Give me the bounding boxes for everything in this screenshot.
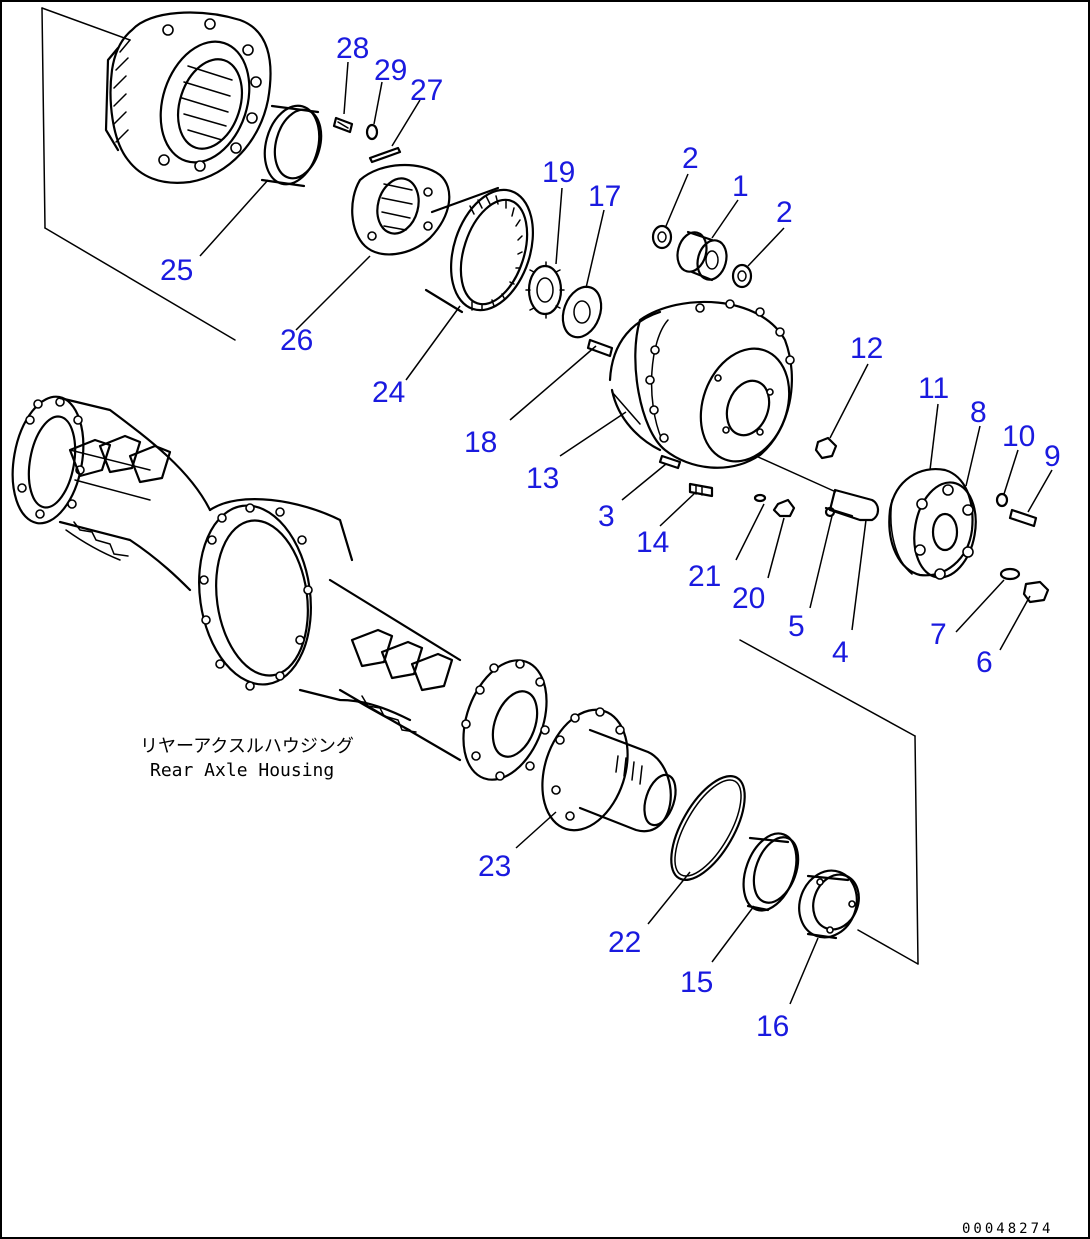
part-10-washer xyxy=(995,492,1009,508)
part-27-pin xyxy=(368,146,402,164)
callout-24: 24 xyxy=(372,376,405,409)
part-16-lock-nut xyxy=(798,869,860,940)
part-9-bolt xyxy=(1008,508,1038,528)
part-3-breather xyxy=(658,454,682,470)
part-22-o-ring xyxy=(670,775,746,881)
part-15-bearing xyxy=(742,832,800,912)
callout-5: 5 xyxy=(788,610,805,643)
part-21-pin xyxy=(753,493,767,503)
callout-17: 17 xyxy=(588,180,621,213)
callout-13: 13 xyxy=(526,462,559,495)
callout-11: 11 xyxy=(918,372,949,405)
callout-26: 26 xyxy=(280,324,313,357)
part-23-spindle xyxy=(541,707,677,833)
housing-label-japanese: リヤーアクスルハウジング xyxy=(140,736,354,757)
callout-4: 4 xyxy=(832,636,849,669)
callout-12: 12 xyxy=(850,332,883,365)
callout-20: 20 xyxy=(732,582,765,615)
drawing-code: 00048274 xyxy=(962,1221,1053,1237)
callout-16: 16 xyxy=(756,1010,789,1043)
callout-6: 6 xyxy=(976,646,993,679)
part-20-nut xyxy=(772,498,796,518)
callout-25: 25 xyxy=(160,254,193,287)
callout-14: 14 xyxy=(636,526,669,559)
callout-18: 18 xyxy=(464,426,497,459)
assembly-bracket-lines xyxy=(41,7,919,965)
callout-7: 7 xyxy=(930,618,947,651)
part-13-wheel-hub xyxy=(608,299,795,469)
callout-2-left: 2 xyxy=(682,142,699,175)
housing-label-english: Rear Axle Housing xyxy=(150,760,334,781)
callout-29: 29 xyxy=(374,54,407,87)
part-28-bolt xyxy=(332,116,354,134)
part-8-end-cap xyxy=(913,481,977,580)
callout-23: 23 xyxy=(478,850,511,883)
part-24-ring-gear xyxy=(424,186,535,314)
part-29-washer xyxy=(365,123,379,141)
callout-21: 21 xyxy=(688,560,721,593)
part-7-disc xyxy=(999,567,1021,581)
part-12-nut xyxy=(814,436,838,460)
callout-8: 8 xyxy=(970,396,987,429)
callout-19: 19 xyxy=(542,156,575,189)
callout-labels: 28 29 27 2 1 2 19 17 25 26 24 12 11 8 10… xyxy=(160,32,1061,1043)
callout-9: 9 xyxy=(1044,440,1061,473)
part-6-plug xyxy=(1022,580,1050,604)
callout-10: 10 xyxy=(1002,420,1035,453)
rear-axle-housing xyxy=(11,395,550,781)
part-2-bearing-a xyxy=(651,224,673,250)
callout-28: 28 xyxy=(336,32,369,65)
part-25-bearing xyxy=(260,104,323,188)
leader-lines xyxy=(199,61,1053,1005)
part-1-planet-gear xyxy=(676,230,728,282)
callout-22: 22 xyxy=(608,926,641,959)
part-18-bolt xyxy=(586,338,614,358)
part-26-retainer xyxy=(351,163,451,256)
part-5-pin xyxy=(824,506,854,518)
part-19-gear xyxy=(525,261,565,319)
part-25-planet-carrier xyxy=(104,11,272,184)
part-11-cover xyxy=(888,467,974,577)
callout-1: 1 xyxy=(732,170,749,203)
callout-27: 27 xyxy=(410,74,443,107)
part-17-thrust-washer xyxy=(561,285,603,339)
callout-3: 3 xyxy=(598,500,615,533)
part-4-shaft xyxy=(828,488,880,522)
part-2-bearing-b xyxy=(731,263,753,289)
callout-2-right: 2 xyxy=(776,196,793,229)
callout-15: 15 xyxy=(680,966,713,999)
